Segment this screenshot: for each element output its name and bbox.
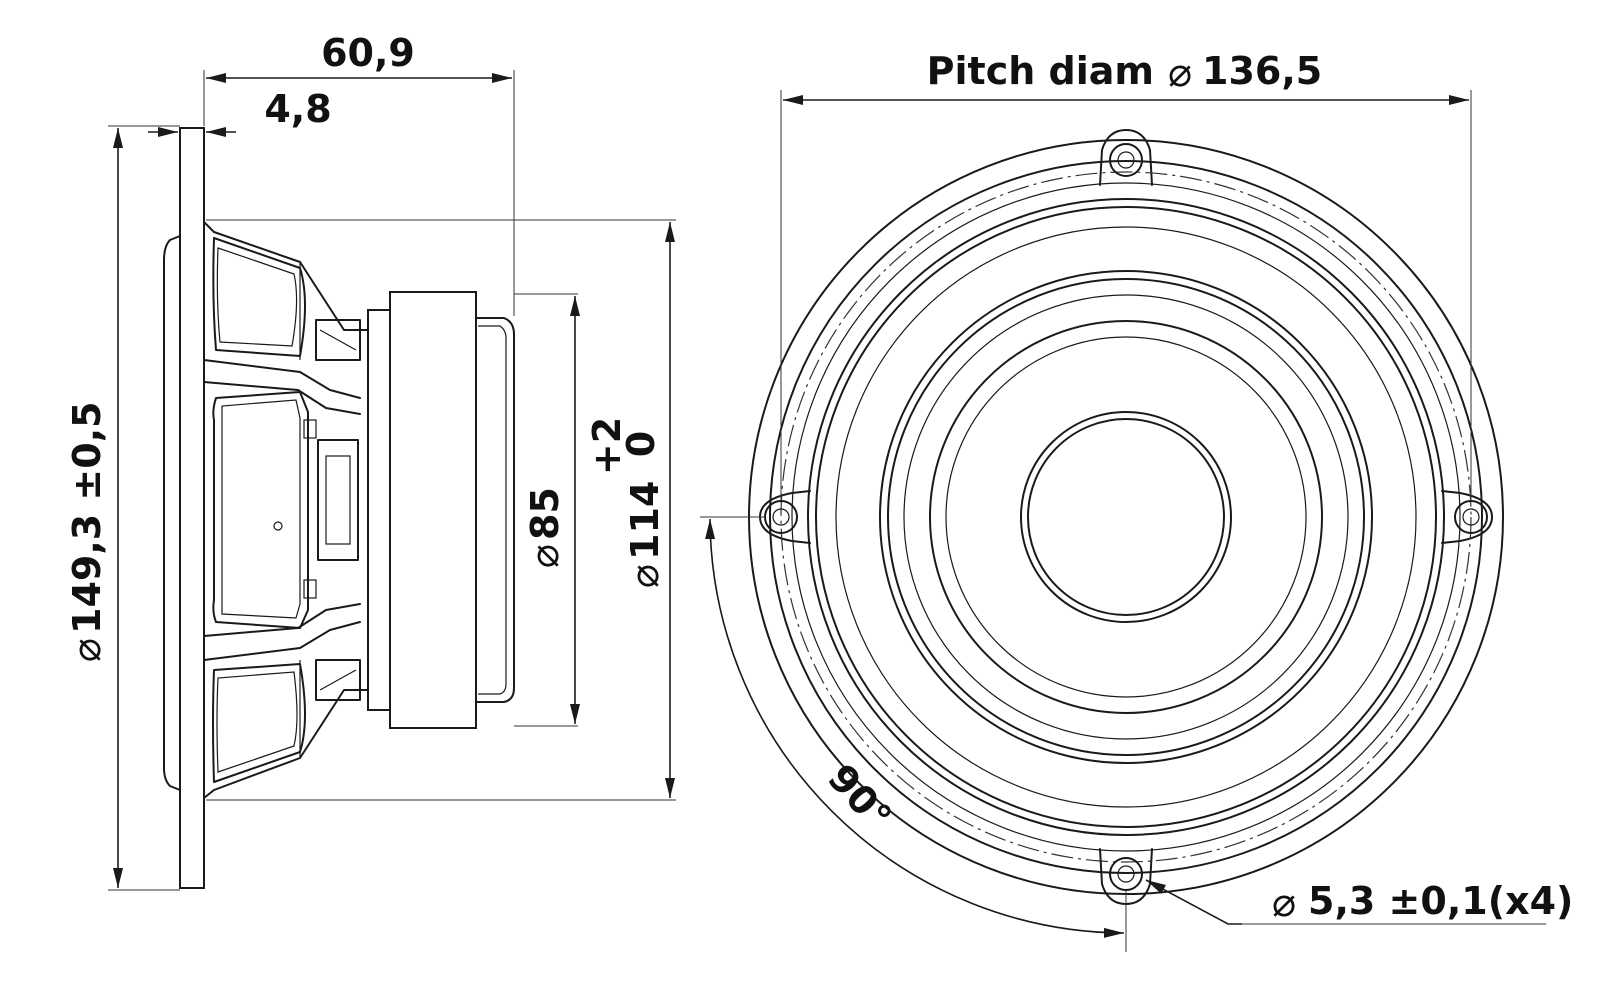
terminal-block	[317, 439, 359, 561]
magnet	[389, 291, 477, 729]
pitch-diameter-symbol: ⌀	[1168, 50, 1192, 96]
surround-outer	[807, 198, 1445, 836]
cutout-tolerance-lower: 0	[619, 431, 663, 457]
pitch-diameter-value: 136,5	[1202, 49, 1322, 93]
basket-window-lower	[212, 663, 306, 783]
mount-tab-left	[759, 490, 811, 544]
overall-depth-label: 60,9	[321, 31, 415, 75]
back-plate	[475, 317, 515, 703]
dust-cap	[1020, 411, 1232, 623]
side-basket	[203, 221, 369, 799]
hole-diameter-symbol: ⌀	[1272, 880, 1296, 926]
mounting-hole-right	[1454, 500, 1488, 534]
flange-thickness-label: 4,8	[264, 87, 331, 131]
magnet-diameter-label: 85	[523, 487, 567, 540]
basket-window-upper	[212, 237, 306, 357]
top-plate	[367, 309, 391, 711]
angle-arc	[705, 518, 1125, 938]
side-view: 60,9 4,8 ⌀ 149,3 ±0,5 ⌀ 85 ⌀ 114 0 +2	[64, 31, 676, 891]
side-flange	[179, 127, 205, 889]
side-surround	[163, 235, 181, 791]
outer-diameter-label: 149,3 ±0,5	[65, 401, 109, 634]
pitch-circle	[780, 171, 1472, 863]
cutout-diameter-label: 114	[623, 481, 667, 560]
cone-edge	[929, 320, 1323, 714]
mount-tab-top	[1099, 129, 1153, 186]
cutout-diameter-symbol: ⌀	[622, 564, 668, 588]
mount-tab-right	[1441, 490, 1493, 544]
angle-label: 90°	[819, 756, 900, 839]
surround-inner	[879, 270, 1373, 764]
front-view: Pitch diam ⌀ 136,5 90° ⌀ 5,3 ±0,1(x4)	[700, 49, 1573, 952]
outer-diameter-symbol: ⌀	[64, 638, 110, 662]
magnet-diameter-symbol: ⌀	[522, 544, 568, 568]
hole-diameter-label: 5,3 ±0,1(x4)	[1308, 879, 1573, 923]
hole-leader	[1145, 879, 1242, 925]
mounting-hole-top	[1109, 143, 1143, 177]
cutout-tolerance-upper: +2	[585, 417, 629, 475]
basket-window-middle	[212, 391, 309, 629]
pitch-diameter-label: Pitch diam	[927, 49, 1154, 93]
